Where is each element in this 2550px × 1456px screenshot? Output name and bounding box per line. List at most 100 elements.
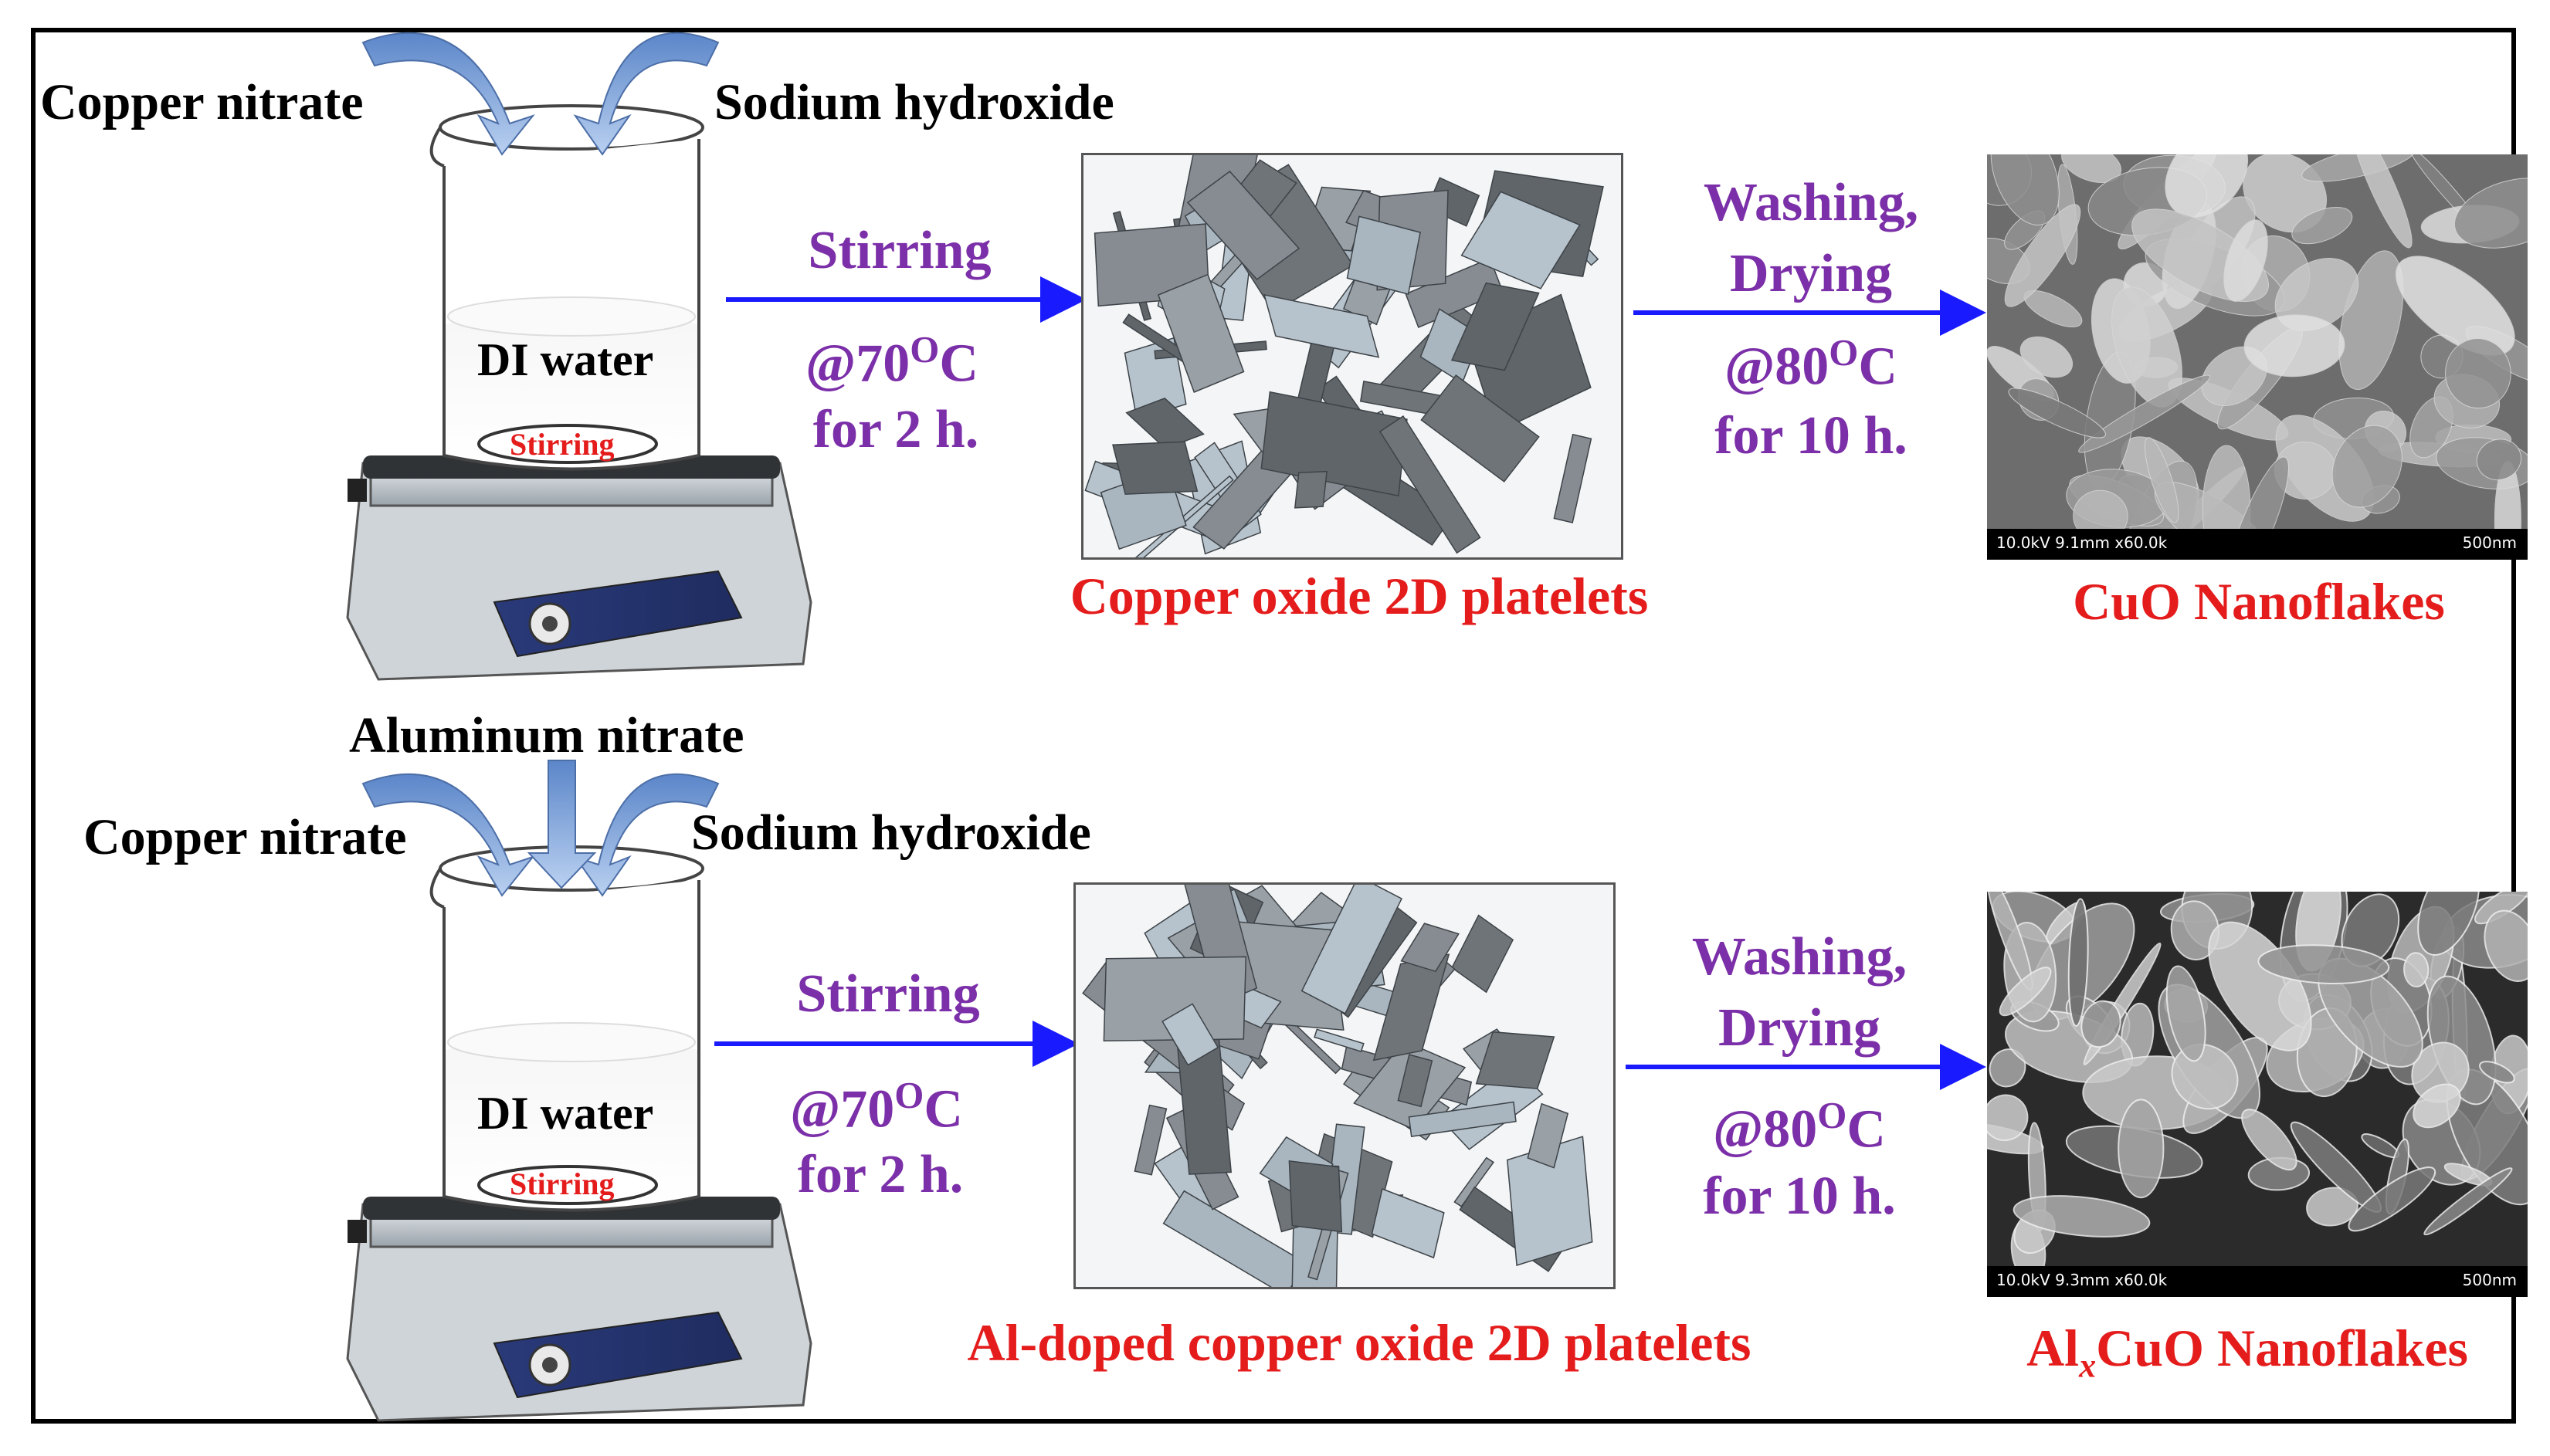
step1-action-1: Stirring [808, 221, 992, 280]
step2-action-line2-1: Drying [1730, 244, 1892, 303]
reagent-flow-arrows-1 [361, 32, 720, 156]
sem-texture-1 [1987, 154, 2528, 529]
platelet [1460, 191, 1581, 290]
nanoflake [2291, 206, 2353, 245]
platelets-panel-2 [1073, 862, 1616, 1299]
nanoflake [2225, 456, 2289, 529]
nanoflake [2241, 1109, 2297, 1171]
step1-temperature-2: @70OC [790, 1074, 963, 1139]
nanoflake [2073, 489, 2128, 529]
reagent-flow-arrows-2 [361, 760, 720, 897]
platelet [1450, 282, 1540, 371]
nanoflake [2423, 1167, 2513, 1236]
sem-image-2: 10.0kV 9.3mm x60.0k 500nm [1987, 892, 2528, 1297]
beaker-content-1: DI water [477, 334, 654, 385]
platelet [1288, 1160, 1343, 1233]
platelet [1260, 391, 1408, 497]
platelet [1475, 1031, 1555, 1089]
platelet [1134, 1104, 1168, 1176]
reagent-copper-nitrate-1: Copper nitrate [40, 74, 364, 130]
step2-action-line1-1: Washing, [1703, 173, 1919, 232]
nanoflake [2351, 154, 2413, 249]
platelet [1371, 1187, 1445, 1259]
product-label-1: CuO Nanoflakes [2073, 572, 2445, 631]
nanoflake [2243, 314, 2345, 378]
nanoflake [2118, 1099, 2165, 1199]
intermediate-label-2: Al-doped copper oxide 2D platelets [967, 1313, 1751, 1372]
step2-temperature-2: @80OC [1713, 1094, 1886, 1160]
platelet [1553, 433, 1592, 523]
platelet [1346, 215, 1421, 296]
step2-action-line2-2: Drying [1718, 998, 1880, 1058]
nanoflake [2067, 898, 2089, 1028]
platelet [1112, 441, 1199, 495]
reagent-aluminum-nitrate-2: Aluminum nitrate [349, 707, 744, 764]
nanoflake [2223, 219, 2268, 302]
beaker-2 [429, 845, 704, 1212]
platelet [1161, 1003, 1219, 1066]
platelet [1294, 470, 1328, 509]
nanoflake [2004, 204, 2081, 307]
beaker-1 [429, 104, 704, 471]
platelet [1506, 1136, 1593, 1266]
platelet [1397, 1054, 1433, 1108]
platelet [1420, 374, 1540, 483]
platelets-illustration-2 [1076, 862, 1613, 1299]
nanoflake [2453, 178, 2528, 249]
platelet [1186, 170, 1300, 281]
nanoflake [2008, 388, 2106, 438]
nanoflake [2144, 437, 2179, 523]
step2-temperature-1: @80OC [1724, 331, 1897, 397]
step1-action-2: Stirring [796, 964, 980, 1024]
platelet [1103, 956, 1247, 1042]
step2-action-line1-2: Washing, [1691, 927, 1907, 987]
nanoflake [2413, 1083, 2461, 1129]
sem-texture-2 [1987, 892, 2528, 1266]
nanoflake [2165, 965, 2206, 1062]
step1-time-2: for 2 h. [797, 1145, 964, 1204]
step2-time-2: for 10 h. [1703, 1166, 1896, 1226]
nanoflake [2013, 1195, 2151, 1238]
platelet [1263, 293, 1380, 358]
nanoflake [2395, 256, 2515, 356]
nanoflake [2171, 1043, 2239, 1110]
intermediate-label-1: Copper oxide 2D platelets [1070, 567, 1649, 625]
nanoflake [2417, 892, 2480, 957]
hotplate-2 [346, 1197, 812, 1422]
nanoflake [2301, 154, 2416, 182]
sem-info-bar-1 [1987, 529, 2528, 560]
nanoflake [2348, 1166, 2436, 1232]
diagram-frame [31, 28, 2516, 1424]
beaker-content-2: DI water [477, 1088, 654, 1139]
nanoflake [2331, 425, 2402, 508]
step1-temperature-1: @70OC [805, 328, 978, 394]
platelet [1408, 1101, 1517, 1137]
sem-scale-2: 500nm [2462, 1271, 2517, 1289]
nanoflake [2019, 336, 2073, 378]
nanoflake [2476, 438, 2522, 481]
sem-info-2: 10.0kV 9.3mm x60.0k [1996, 1271, 2168, 1289]
reagent-sodium-hydroxide-1: Sodium hydroxide [714, 74, 1114, 130]
sem-info-1: 10.0kV 9.1mm x60.0k [1996, 533, 2168, 552]
nanoflake [1987, 1094, 2029, 1142]
step1-time-1: for 2 h. [812, 400, 979, 459]
platelet [1314, 1028, 1365, 1053]
nanoflake [2061, 154, 2121, 183]
sem-info-bar-2 [1987, 1266, 2528, 1297]
nanoflake [2403, 952, 2430, 987]
nanoflake [2484, 909, 2528, 982]
product-label-2: AlxCuO Nanoflakes [2026, 1319, 2468, 1385]
nanoflake [2080, 1000, 2121, 1048]
hotplate-1 [346, 455, 812, 681]
nanoflake [1990, 154, 2060, 226]
stir-bar-label-1: Stirring [510, 427, 615, 462]
platelet [1400, 923, 1460, 973]
nanoflake [2257, 944, 2390, 984]
platelet [1378, 415, 1481, 554]
reagent-copper-nitrate-2: Copper nitrate [83, 809, 407, 865]
nanoflake [2479, 1061, 2515, 1084]
sem-image-1: 10.0kV 9.1mm x60.0k 500nm [1987, 154, 2528, 560]
nanoflake [2078, 374, 2211, 453]
step2-time-1: for 10 h. [1714, 406, 1907, 466]
